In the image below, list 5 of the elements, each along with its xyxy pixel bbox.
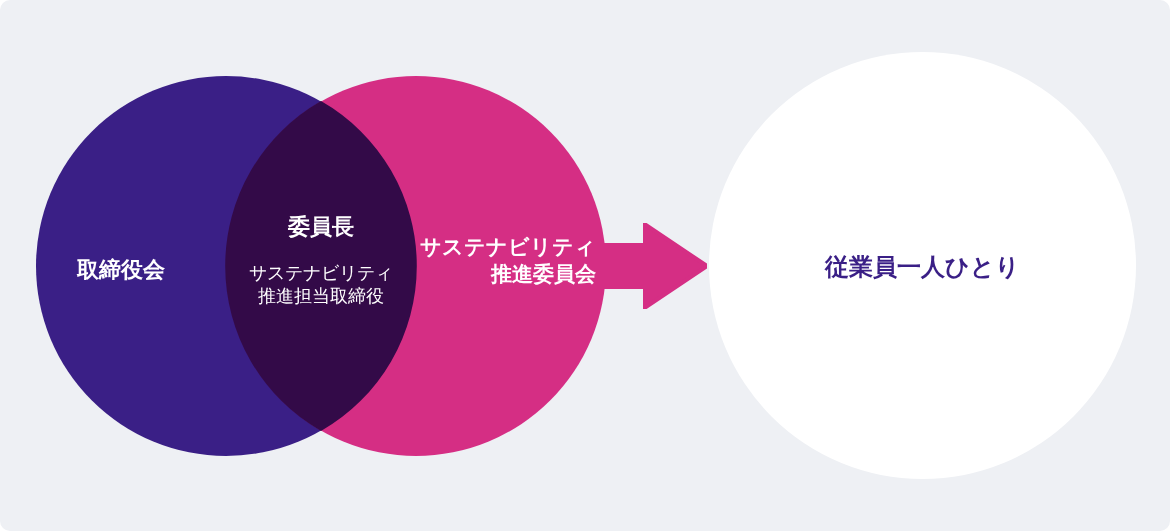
overlap-text: サステナビリティ推進担当取締役 <box>248 261 394 308</box>
overlap-heading: 委員長 <box>287 213 355 241</box>
circle-label: 従業員一人ひとり <box>823 252 1021 283</box>
circle-label: 取締役会 <box>76 256 166 284</box>
circle-label: サステナビリティ推進委員会 <box>419 234 596 289</box>
